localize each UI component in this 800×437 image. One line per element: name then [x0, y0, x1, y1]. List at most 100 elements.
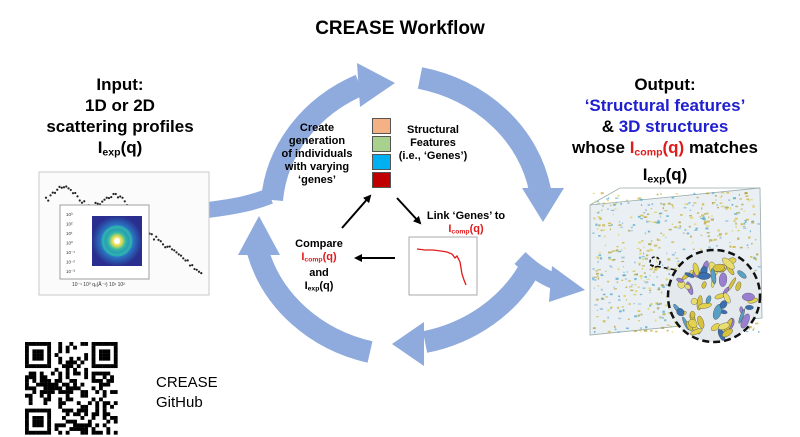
structure-speck	[604, 244, 607, 247]
structure-speck	[640, 327, 642, 330]
structure-speck	[649, 304, 652, 307]
structure-speck	[592, 268, 595, 270]
qr-module	[84, 423, 89, 428]
structure-speck	[622, 274, 626, 276]
qr-module	[39, 423, 44, 428]
qr-module	[69, 386, 74, 391]
qr-module	[36, 349, 40, 354]
qr-module	[110, 404, 114, 409]
structure-speck	[625, 286, 628, 289]
structure-speck	[756, 253, 759, 256]
qr-module	[39, 390, 44, 394]
structure-speck	[656, 238, 659, 241]
structure-speck	[642, 287, 646, 289]
qr-module	[76, 356, 81, 361]
qr-module	[113, 353, 118, 357]
structure-speck	[732, 197, 737, 200]
structure-speck	[626, 199, 629, 201]
structure-speck	[668, 228, 672, 231]
output-block: Output: ‘Structural features’ & 3D struc…	[540, 74, 790, 190]
qr-module	[73, 367, 77, 372]
structure-speck	[755, 258, 757, 261]
qr-module	[84, 393, 89, 398]
structure-speck	[757, 223, 760, 225]
qr-module	[28, 371, 33, 376]
structure-speck	[647, 307, 650, 310]
qr-module	[106, 371, 111, 376]
structure-speck	[696, 196, 699, 199]
qr-module	[54, 382, 59, 387]
structure-speck	[627, 229, 630, 232]
gene-swatch-1	[372, 118, 391, 134]
structure-particle	[697, 315, 705, 329]
qr-module	[50, 386, 55, 391]
structure-speck	[602, 224, 606, 227]
structure-speck	[621, 260, 625, 263]
qr-module	[84, 342, 89, 346]
qr-module	[69, 342, 74, 346]
qr-module	[76, 386, 81, 391]
structure-speck	[638, 241, 642, 244]
structure-speck	[605, 270, 607, 272]
qr-module	[43, 379, 48, 383]
qr-module	[102, 353, 107, 357]
cycle-arrows	[247, 67, 551, 363]
scatter-point	[152, 238, 156, 241]
structure-speck	[667, 266, 669, 269]
qr-module	[102, 404, 107, 409]
qr-module	[32, 375, 37, 380]
structure-speck	[671, 223, 673, 225]
structure-speck	[748, 327, 750, 330]
structure-particle	[739, 306, 743, 314]
structure-speck	[662, 286, 666, 288]
qr-module	[91, 427, 96, 431]
structure-speck	[665, 283, 669, 286]
qr-module	[39, 375, 44, 380]
structure-speck	[659, 213, 661, 216]
structure-speck	[657, 288, 660, 291]
structure-speck	[644, 209, 647, 212]
structure-speck	[613, 288, 617, 290]
qr-module	[58, 345, 63, 350]
structure-speck	[608, 258, 612, 261]
structure-speck	[637, 215, 641, 218]
structure-speck	[666, 215, 669, 217]
structure-speck	[615, 277, 619, 280]
structure-speck	[743, 227, 747, 229]
structure-speck	[618, 250, 622, 253]
qr-module	[106, 412, 111, 417]
qr-module	[36, 356, 40, 361]
qr-module	[84, 367, 89, 372]
structure-speck	[656, 222, 660, 224]
qr-module	[91, 416, 96, 420]
structure-speck	[719, 196, 721, 198]
structure-speck	[740, 223, 744, 226]
cycle-arrow-heads	[238, 63, 564, 366]
qr-module	[62, 364, 66, 369]
structure-speck	[598, 224, 601, 227]
qr-module	[36, 382, 40, 387]
structure-speck	[660, 202, 663, 205]
structure-speck	[610, 306, 614, 309]
structure-speck	[650, 249, 653, 252]
qr-module	[106, 401, 111, 406]
structure-speck	[620, 249, 623, 251]
structure-speck	[666, 252, 668, 255]
structure-speck	[618, 295, 621, 298]
scatter-point	[179, 254, 183, 257]
structure-speck	[648, 287, 652, 289]
structure-speck	[655, 269, 658, 271]
output-flow-arrowhead	[549, 266, 585, 302]
qr-module	[32, 390, 37, 394]
structure-speck	[650, 240, 653, 243]
structure-speck	[684, 229, 687, 231]
qr-module	[65, 364, 70, 369]
structure-speck	[621, 279, 624, 281]
structure-speck	[649, 268, 653, 271]
qr-module	[25, 386, 29, 391]
scatter-point	[168, 245, 171, 248]
gene-swatch-2	[372, 136, 391, 152]
qr-module	[84, 408, 89, 413]
structure-speck	[596, 212, 600, 214]
structure-speck	[607, 208, 609, 210]
